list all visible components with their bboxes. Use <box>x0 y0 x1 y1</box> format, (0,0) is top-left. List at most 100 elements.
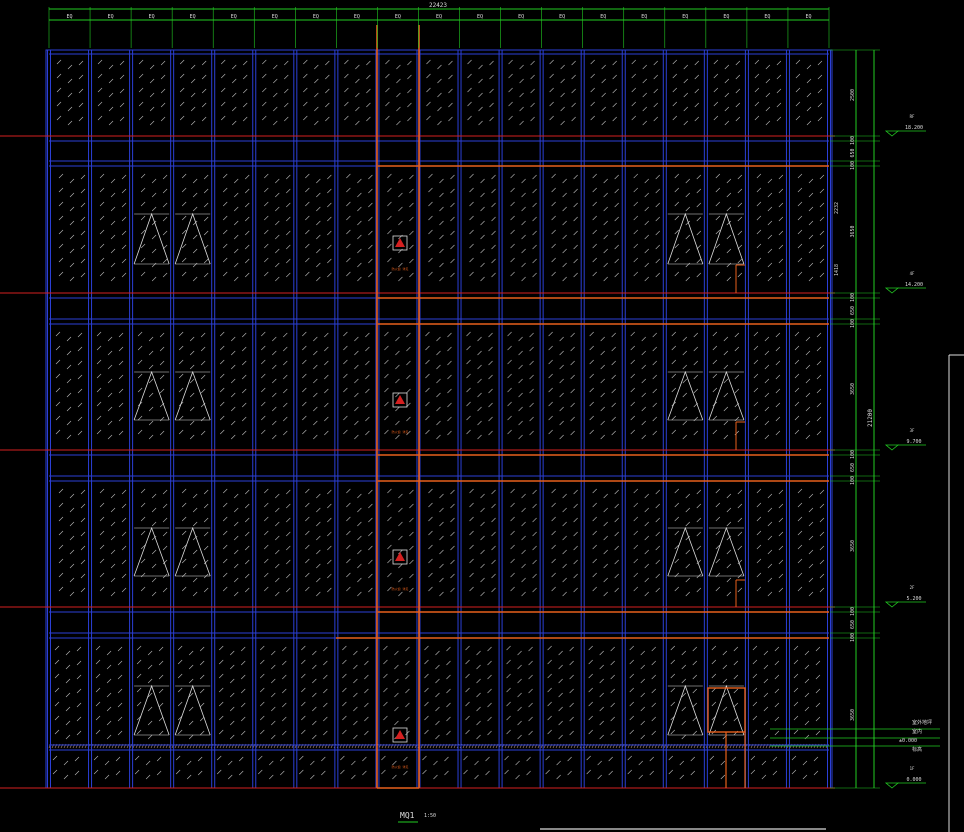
glass-hatch <box>343 331 348 337</box>
glass-hatch <box>627 755 632 761</box>
glass-hatch <box>614 188 619 194</box>
eq-label: EQ <box>436 14 442 20</box>
glass-hatch <box>324 374 329 380</box>
right-dim-label: 3650 <box>850 383 856 395</box>
glass-hatch <box>439 493 444 499</box>
glass-hatch <box>819 188 825 194</box>
glass-hatch <box>394 692 399 698</box>
glass-hatch <box>737 489 743 495</box>
glass-hatch <box>805 392 811 398</box>
glass-hatch <box>312 692 317 698</box>
glass-hatch <box>586 769 591 775</box>
glass-hatch <box>403 756 408 762</box>
glass-hatch <box>797 173 803 179</box>
glass-hatch <box>115 756 121 762</box>
glass-hatch <box>737 272 743 278</box>
glass-hatch <box>633 586 638 592</box>
glass-hatch <box>76 730 82 736</box>
glass-hatch <box>162 202 168 208</box>
glass-hatch <box>260 729 265 735</box>
glass-hatch <box>340 769 345 775</box>
glass-hatch <box>696 517 702 523</box>
glass-hatch <box>159 360 165 366</box>
glass-hatch <box>508 73 513 79</box>
glass-hatch <box>633 201 638 207</box>
glass-hatch <box>756 257 762 263</box>
glass-hatch <box>220 115 226 121</box>
glass-hatch <box>674 229 680 235</box>
glass-hatch <box>162 188 168 194</box>
glass-hatch <box>763 678 769 684</box>
glass-hatch <box>162 517 168 523</box>
glass-hatch <box>808 206 814 212</box>
glass-hatch <box>491 573 496 579</box>
glass-hatch <box>776 74 782 80</box>
level-name: 3F <box>910 428 915 433</box>
glass-hatch <box>74 770 80 776</box>
glass-hatch <box>652 332 657 338</box>
glass-hatch <box>519 92 524 98</box>
glass-hatch <box>271 692 276 698</box>
glass-hatch <box>731 770 737 776</box>
glass-hatch <box>436 336 441 342</box>
glass-hatch <box>644 234 649 240</box>
glass-hatch <box>627 769 632 775</box>
glass-hatch <box>491 587 496 593</box>
glass-hatch <box>159 416 165 422</box>
glass-hatch <box>480 248 485 254</box>
glass-hatch <box>548 373 553 379</box>
glass-hatch <box>477 364 482 370</box>
glass-hatch <box>230 420 236 426</box>
glass-hatch <box>365 360 370 366</box>
glass-hatch <box>69 549 75 555</box>
glass-hatch <box>119 60 125 66</box>
glass-hatch <box>110 493 116 499</box>
glass-hatch <box>802 774 808 780</box>
glass-hatch <box>357 521 362 527</box>
glass-hatch <box>491 545 496 551</box>
glass-hatch <box>446 674 451 680</box>
glass-hatch <box>450 272 455 278</box>
glass-hatch <box>192 206 198 212</box>
glass-hatch <box>726 535 732 541</box>
glass-hatch <box>200 430 206 436</box>
glass-hatch <box>469 572 474 578</box>
glass-hatch <box>107 434 113 440</box>
glass-hatch <box>477 350 482 356</box>
glass-hatch <box>55 345 61 351</box>
glass-hatch <box>54 729 60 735</box>
glass-hatch <box>560 106 565 112</box>
glass-hatch <box>316 549 321 555</box>
glass-hatch <box>775 332 781 338</box>
glass-hatch <box>151 192 157 198</box>
glass-hatch <box>764 378 770 384</box>
glass-hatch <box>381 755 386 761</box>
glass-hatch <box>655 216 660 222</box>
glass-hatch <box>147 650 153 656</box>
glass-hatch <box>733 646 739 652</box>
glass-hatch <box>795 87 801 93</box>
glass-hatch <box>409 587 414 593</box>
glass-hatch <box>614 230 619 236</box>
glass-hatch <box>450 545 455 551</box>
glass-hatch <box>364 660 369 666</box>
glass-hatch <box>723 350 729 356</box>
glass-hatch <box>529 346 534 352</box>
glass-hatch <box>528 702 533 708</box>
glass-hatch <box>532 174 537 180</box>
glass-hatch <box>797 257 803 263</box>
glass-hatch <box>58 187 64 193</box>
eq-label: EQ <box>641 14 647 20</box>
glass-hatch <box>674 243 680 249</box>
glass-hatch <box>737 517 743 523</box>
glass-hatch <box>592 544 597 550</box>
glass-hatch <box>478 92 483 98</box>
glass-hatch <box>398 262 403 268</box>
glass-hatch <box>107 350 113 356</box>
glass-hatch <box>192 178 198 184</box>
glass-hatch <box>819 559 825 565</box>
glass-hatch <box>774 660 780 666</box>
glass-hatch <box>316 276 321 282</box>
glass-hatch <box>480 493 485 499</box>
glass-hatch <box>450 202 455 208</box>
